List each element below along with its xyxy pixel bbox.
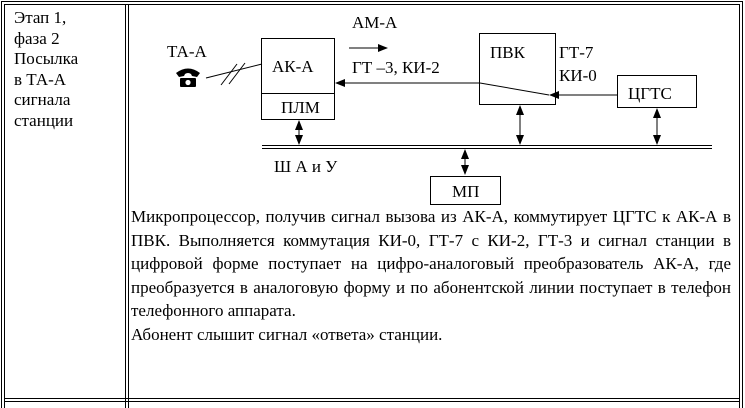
cgts-label: ЦГТС (628, 84, 672, 103)
mp-label: МП (452, 182, 479, 201)
ak-a-label: АК-А (272, 57, 314, 76)
description-paragraph-2: Абонент слышит сигнал «ответа» станции. (131, 324, 443, 344)
mp-block (430, 176, 501, 205)
description-paragraph-1: Микропроцессор, получив сигнал вызова из… (131, 207, 731, 320)
bus-line (262, 145, 712, 149)
description: Микропроцессор, получив сигнал вызова из… (131, 205, 731, 346)
ki0-label: КИ-0 (559, 66, 597, 85)
phone-label: ТА-А (167, 42, 207, 61)
gt7-label: ГТ-7 (559, 43, 594, 62)
am-a-label: АМ-А (352, 13, 398, 32)
cgts-block (617, 75, 697, 108)
subscriber-line (205, 62, 263, 86)
gt3-ki2-label: ГТ –3, КИ-2 (352, 58, 440, 77)
telephone-icon (176, 68, 200, 87)
pvk-block (479, 33, 556, 105)
stage-cell: Этап 1, фаза 2 Посылка в ТА-А сигнала ст… (14, 8, 79, 130)
plm-block (261, 93, 335, 120)
plm-label: ПЛМ (281, 98, 320, 117)
bus-label: Ш А и У (274, 157, 338, 176)
pvk-label: ПВК (490, 43, 526, 62)
pvk-switch-line (479, 82, 550, 96)
